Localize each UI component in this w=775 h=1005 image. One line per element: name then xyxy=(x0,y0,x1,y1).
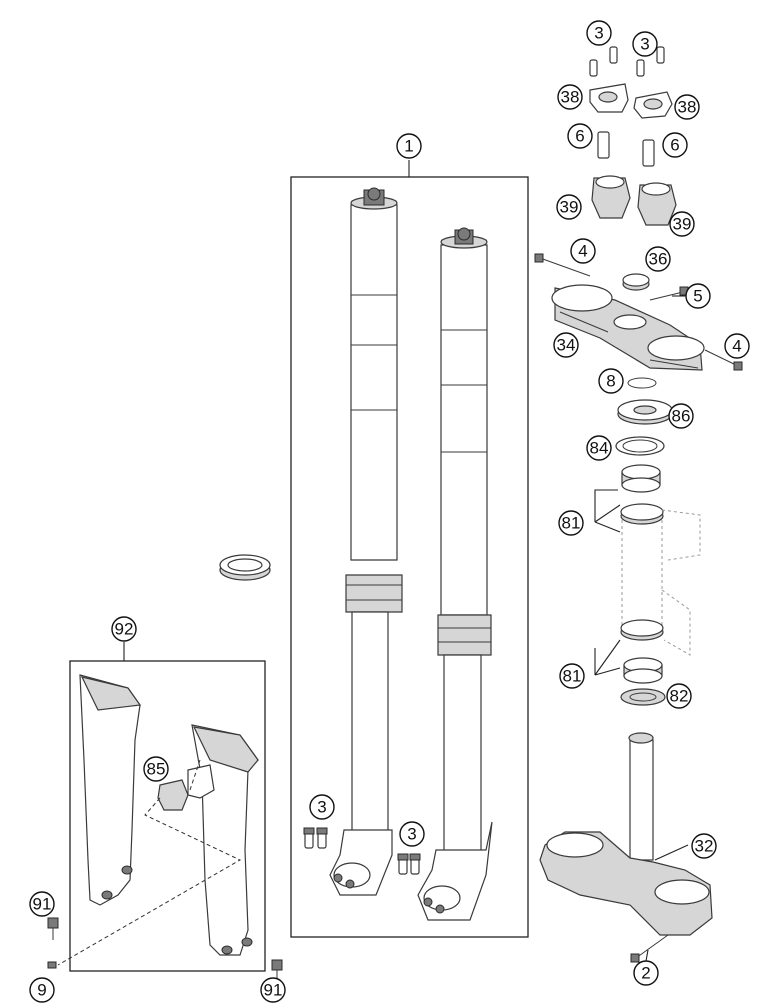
fork-guard-set-frame xyxy=(69,660,266,972)
svg-text:1: 1 xyxy=(404,137,413,156)
callout-32[interactable]: 32 xyxy=(691,833,717,859)
callout-3b[interactable]: 3 xyxy=(632,31,658,57)
o-ring[interactable] xyxy=(627,377,657,389)
handlebar-clamp-left[interactable] xyxy=(589,83,629,113)
svg-text:38: 38 xyxy=(678,98,697,117)
seal-ring-84[interactable] xyxy=(615,436,665,456)
fork-clamp-screws-left[interactable] xyxy=(303,827,328,849)
callout-38b[interactable]: 38 xyxy=(674,94,700,120)
svg-text:3: 3 xyxy=(317,798,326,817)
handlebar-riser-right[interactable] xyxy=(637,182,677,226)
callout-91b[interactable]: 91 xyxy=(260,977,286,1003)
callout-82[interactable]: 82 xyxy=(666,683,692,709)
callout-6b[interactable]: 6 xyxy=(662,132,688,158)
callout-1[interactable]: 1 xyxy=(396,133,422,159)
callout-38a[interactable]: 38 xyxy=(557,84,583,110)
callout-3c[interactable]: 3 xyxy=(309,794,335,820)
callout-86[interactable]: 86 xyxy=(668,403,694,429)
upper-clamp-screws[interactable] xyxy=(534,253,743,371)
callout-4a[interactable]: 4 xyxy=(570,238,596,264)
svg-text:2: 2 xyxy=(641,964,650,983)
callout-91a[interactable]: 91 xyxy=(29,891,55,917)
bearing-upper[interactable] xyxy=(621,464,661,493)
callout-3d[interactable]: 3 xyxy=(399,821,425,847)
handlebar-riser-left[interactable] xyxy=(591,175,631,219)
svg-text:39: 39 xyxy=(560,198,579,217)
svg-text:91: 91 xyxy=(264,981,283,1000)
svg-text:84: 84 xyxy=(590,439,609,458)
svg-text:3: 3 xyxy=(594,24,603,43)
svg-text:81: 81 xyxy=(563,667,582,686)
svg-text:9: 9 xyxy=(37,981,46,1000)
lower-clamp-screw[interactable] xyxy=(630,934,669,963)
svg-text:32: 32 xyxy=(695,837,714,856)
callout-36[interactable]: 36 xyxy=(645,246,671,272)
callout-5[interactable]: 5 xyxy=(685,283,711,309)
svg-text:86: 86 xyxy=(672,407,691,426)
callout-34[interactable]: 34 xyxy=(553,332,579,358)
callout-39a[interactable]: 39 xyxy=(556,194,582,220)
fork-guard-right[interactable] xyxy=(191,724,259,956)
svg-text:3: 3 xyxy=(407,825,416,844)
svg-text:81: 81 xyxy=(562,514,581,533)
callout-9[interactable]: 9 xyxy=(29,977,55,1003)
svg-text:38: 38 xyxy=(561,88,580,107)
fork-guard-left[interactable] xyxy=(79,674,142,906)
svg-text:8: 8 xyxy=(606,372,615,391)
svg-text:4: 4 xyxy=(732,337,741,356)
svg-text:85: 85 xyxy=(147,760,166,779)
callout-84[interactable]: 84 xyxy=(586,435,612,461)
callout-81a[interactable]: 81 xyxy=(558,510,584,536)
svg-text:91: 91 xyxy=(33,895,52,914)
svg-text:82: 82 xyxy=(670,687,689,706)
callout-4b[interactable]: 4 xyxy=(724,333,750,359)
fork-clamp-screws-right[interactable] xyxy=(397,853,421,875)
callout-81b[interactable]: 81 xyxy=(559,663,585,689)
svg-text:6: 6 xyxy=(670,136,679,155)
svg-text:5: 5 xyxy=(693,287,702,306)
fork-leg-right[interactable] xyxy=(417,227,493,921)
guard-screws[interactable] xyxy=(47,917,283,980)
fork-adjuster-ring[interactable] xyxy=(219,554,271,581)
bearing-cup-lower[interactable] xyxy=(620,619,664,641)
handlebar-clamp-right[interactable] xyxy=(633,91,673,119)
upper-triple-clamp[interactable] xyxy=(551,284,705,371)
clamp-screws-top[interactable] xyxy=(589,46,665,77)
bearing-lower[interactable] xyxy=(623,657,663,684)
fork-leg-left[interactable] xyxy=(329,187,403,896)
svg-text:3: 3 xyxy=(640,35,649,54)
callout-6a[interactable]: 6 xyxy=(567,123,593,149)
guard-bracket[interactable] xyxy=(157,764,215,811)
steering-nut[interactable] xyxy=(622,273,650,291)
svg-text:34: 34 xyxy=(557,336,576,355)
svg-text:36: 36 xyxy=(649,250,668,269)
svg-text:6: 6 xyxy=(575,127,584,146)
seal-ring-82[interactable] xyxy=(620,688,666,706)
riser-screws[interactable] xyxy=(597,131,655,167)
callout-2[interactable]: 2 xyxy=(633,960,659,986)
frame-head-tube xyxy=(621,509,701,656)
callout-3a[interactable]: 3 xyxy=(586,20,612,46)
svg-text:92: 92 xyxy=(115,620,134,639)
spacer-86[interactable] xyxy=(617,399,673,425)
callout-85[interactable]: 85 xyxy=(143,756,169,782)
bearing-cup-upper[interactable] xyxy=(620,503,664,525)
svg-text:4: 4 xyxy=(578,242,587,261)
lower-triple-clamp[interactable] xyxy=(539,732,713,936)
callout-92[interactable]: 92 xyxy=(111,616,137,642)
callout-39b[interactable]: 39 xyxy=(669,211,695,237)
svg-text:39: 39 xyxy=(673,215,692,234)
callout-8[interactable]: 8 xyxy=(598,368,624,394)
